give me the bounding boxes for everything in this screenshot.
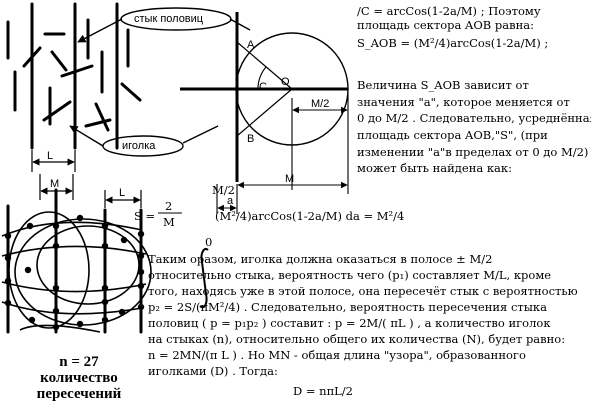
text-b3: того, находясь уже в этой полосе, она пе… (148, 284, 578, 298)
integral-sign (199, 248, 209, 309)
count-value: n = 27 (59, 354, 99, 370)
text-r5: значения "a", которое меняется от (357, 95, 570, 109)
formula-lower-limit: 0 (205, 235, 213, 249)
text-b9: D = nπL/2 (293, 384, 353, 398)
dimension-L (31, 150, 76, 172)
point-C: C (259, 81, 267, 93)
text-b2: относительно стыка, вероятность чего (p₁… (148, 268, 552, 282)
floor-strips-top (30, 2, 119, 150)
point-O: O (281, 76, 290, 88)
dim-M-label: M (50, 178, 60, 190)
text-b4: p₂ = 2S/(πM²/4) . Следовательно, вероятн… (148, 300, 547, 314)
text-r1: /C = arcCos(1-2a/M) ; Поэтому (357, 4, 541, 18)
crossing-pattern (1, 188, 152, 334)
formula-upper-limit: M/2 (212, 183, 235, 197)
text-r4: Величина S_AOB зависит от (357, 78, 529, 92)
text-b7: n = 2MN/(π L ) . Но MN - общая длина "уз… (148, 348, 526, 362)
formula-S: S = (134, 209, 156, 223)
text-r9: может быть найдена как: (357, 161, 512, 175)
text-b6: на стыках (n), относительно общего их ко… (148, 332, 566, 346)
dim-L-label: L (47, 150, 54, 162)
point-B: B (247, 133, 255, 145)
text-r3: S_AOB = (M²/4)arcCos(1-2a/M) ; (357, 36, 549, 50)
radius-OB (236, 88, 293, 137)
dimension-L-bottom (104, 190, 142, 208)
formula-body: (M²/4)arcCos(1-2a/M) da = M²/4 (215, 209, 405, 223)
text-r2: площадь сектора AOB равна: (357, 18, 534, 32)
seam-label: стык половиц (134, 13, 204, 25)
radius-OA (236, 41, 293, 90)
text-b8: иголками (D) . Тогда: (148, 364, 278, 378)
formula-denominator: M (163, 215, 175, 229)
dim-M-half-label: M/2 (311, 98, 330, 110)
dim-L-bottom-label: L (119, 187, 126, 199)
geometry-figure (180, 12, 349, 214)
angle-C-arc (257, 66, 267, 90)
dim-M-right-label: M (285, 173, 295, 185)
formula-numerator: 2 (165, 199, 173, 213)
dim-a-label: a (227, 195, 234, 207)
count-caption-line2: пересечений (36, 386, 122, 402)
needles-top (6, 18, 142, 132)
count-caption-line1: количество (40, 370, 118, 386)
point-A: A (247, 39, 255, 51)
text-r7: площадь сектора AOB,"S", (при (357, 128, 548, 142)
text-r8: изменении "a"в пределах от 0 до M/2) (357, 145, 589, 159)
text-r6: 0 до M/2 . Следовательно, усреднённая (357, 111, 591, 125)
needle-label: иголка (122, 140, 156, 152)
text-b1: Таким оразом, иголка должна оказаться в … (148, 252, 493, 266)
needle-callout (69, 125, 219, 157)
text-b5: половиц ( p = p₁p₂ ) составит : p = 2M/(… (148, 316, 551, 330)
seam-callout (77, 7, 251, 43)
